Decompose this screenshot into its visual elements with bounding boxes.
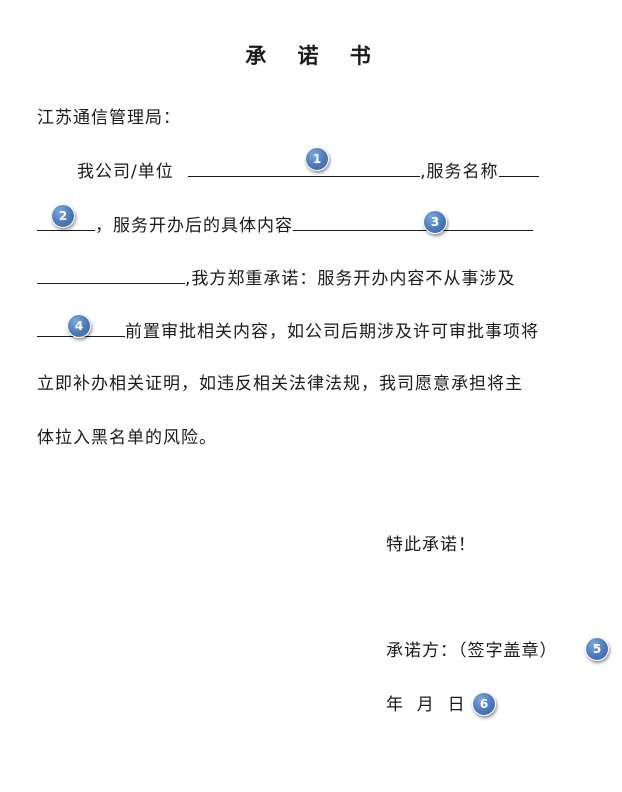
addressee: 江苏通信管理局： [37,108,181,128]
document-title: 承 诺 书 [245,44,383,68]
service-content-blank[interactable] [293,213,533,231]
service-name-blank-cont[interactable] [37,213,95,231]
closing-text: 特此承诺！ [386,535,476,555]
service-name-blank[interactable] [498,159,539,177]
service-name-label: ,服务名称 [420,162,499,182]
marker-2[interactable]: 2 [51,204,75,228]
approval-statement: 前置审批相关内容，如公司后期涉及许可审批事项将 [125,322,539,342]
paragraph-line-1: 我公司/单位 ,服务名称 [77,159,539,183]
signer-label: 承诺方：（签字盖章） [386,641,558,661]
paragraph-line-4: 前置审批相关内容，如公司后期涉及许可审批事项将 [37,319,539,343]
company-label: 我公司/单位 [77,162,174,182]
commitment-statement: ,我方郑重承诺：服务开办内容不从事涉及 [185,269,516,289]
paragraph-line-3: ,我方郑重承诺：服务开办内容不从事涉及 [37,266,515,290]
date-label: 年 月 日 [386,695,466,715]
marker-6[interactable]: 6 [472,692,496,716]
service-content-blank-cont[interactable] [37,266,185,284]
paragraph-line-5: 立即补办相关证明，如违反相关法律法规，我司愿意承担将主 [37,374,523,394]
marker-5[interactable]: 5 [585,637,609,661]
paragraph-line-6: 体拉入黑名单的风险。 [37,428,217,448]
marker-1[interactable]: 1 [305,147,329,171]
paragraph-line-2: ，服务开办后的具体内容 [37,213,533,237]
service-content-label: ，服务开办后的具体内容 [95,216,293,236]
marker-4[interactable]: 4 [67,314,91,338]
marker-3[interactable]: 3 [423,210,447,234]
company-name-blank[interactable] [188,159,421,177]
